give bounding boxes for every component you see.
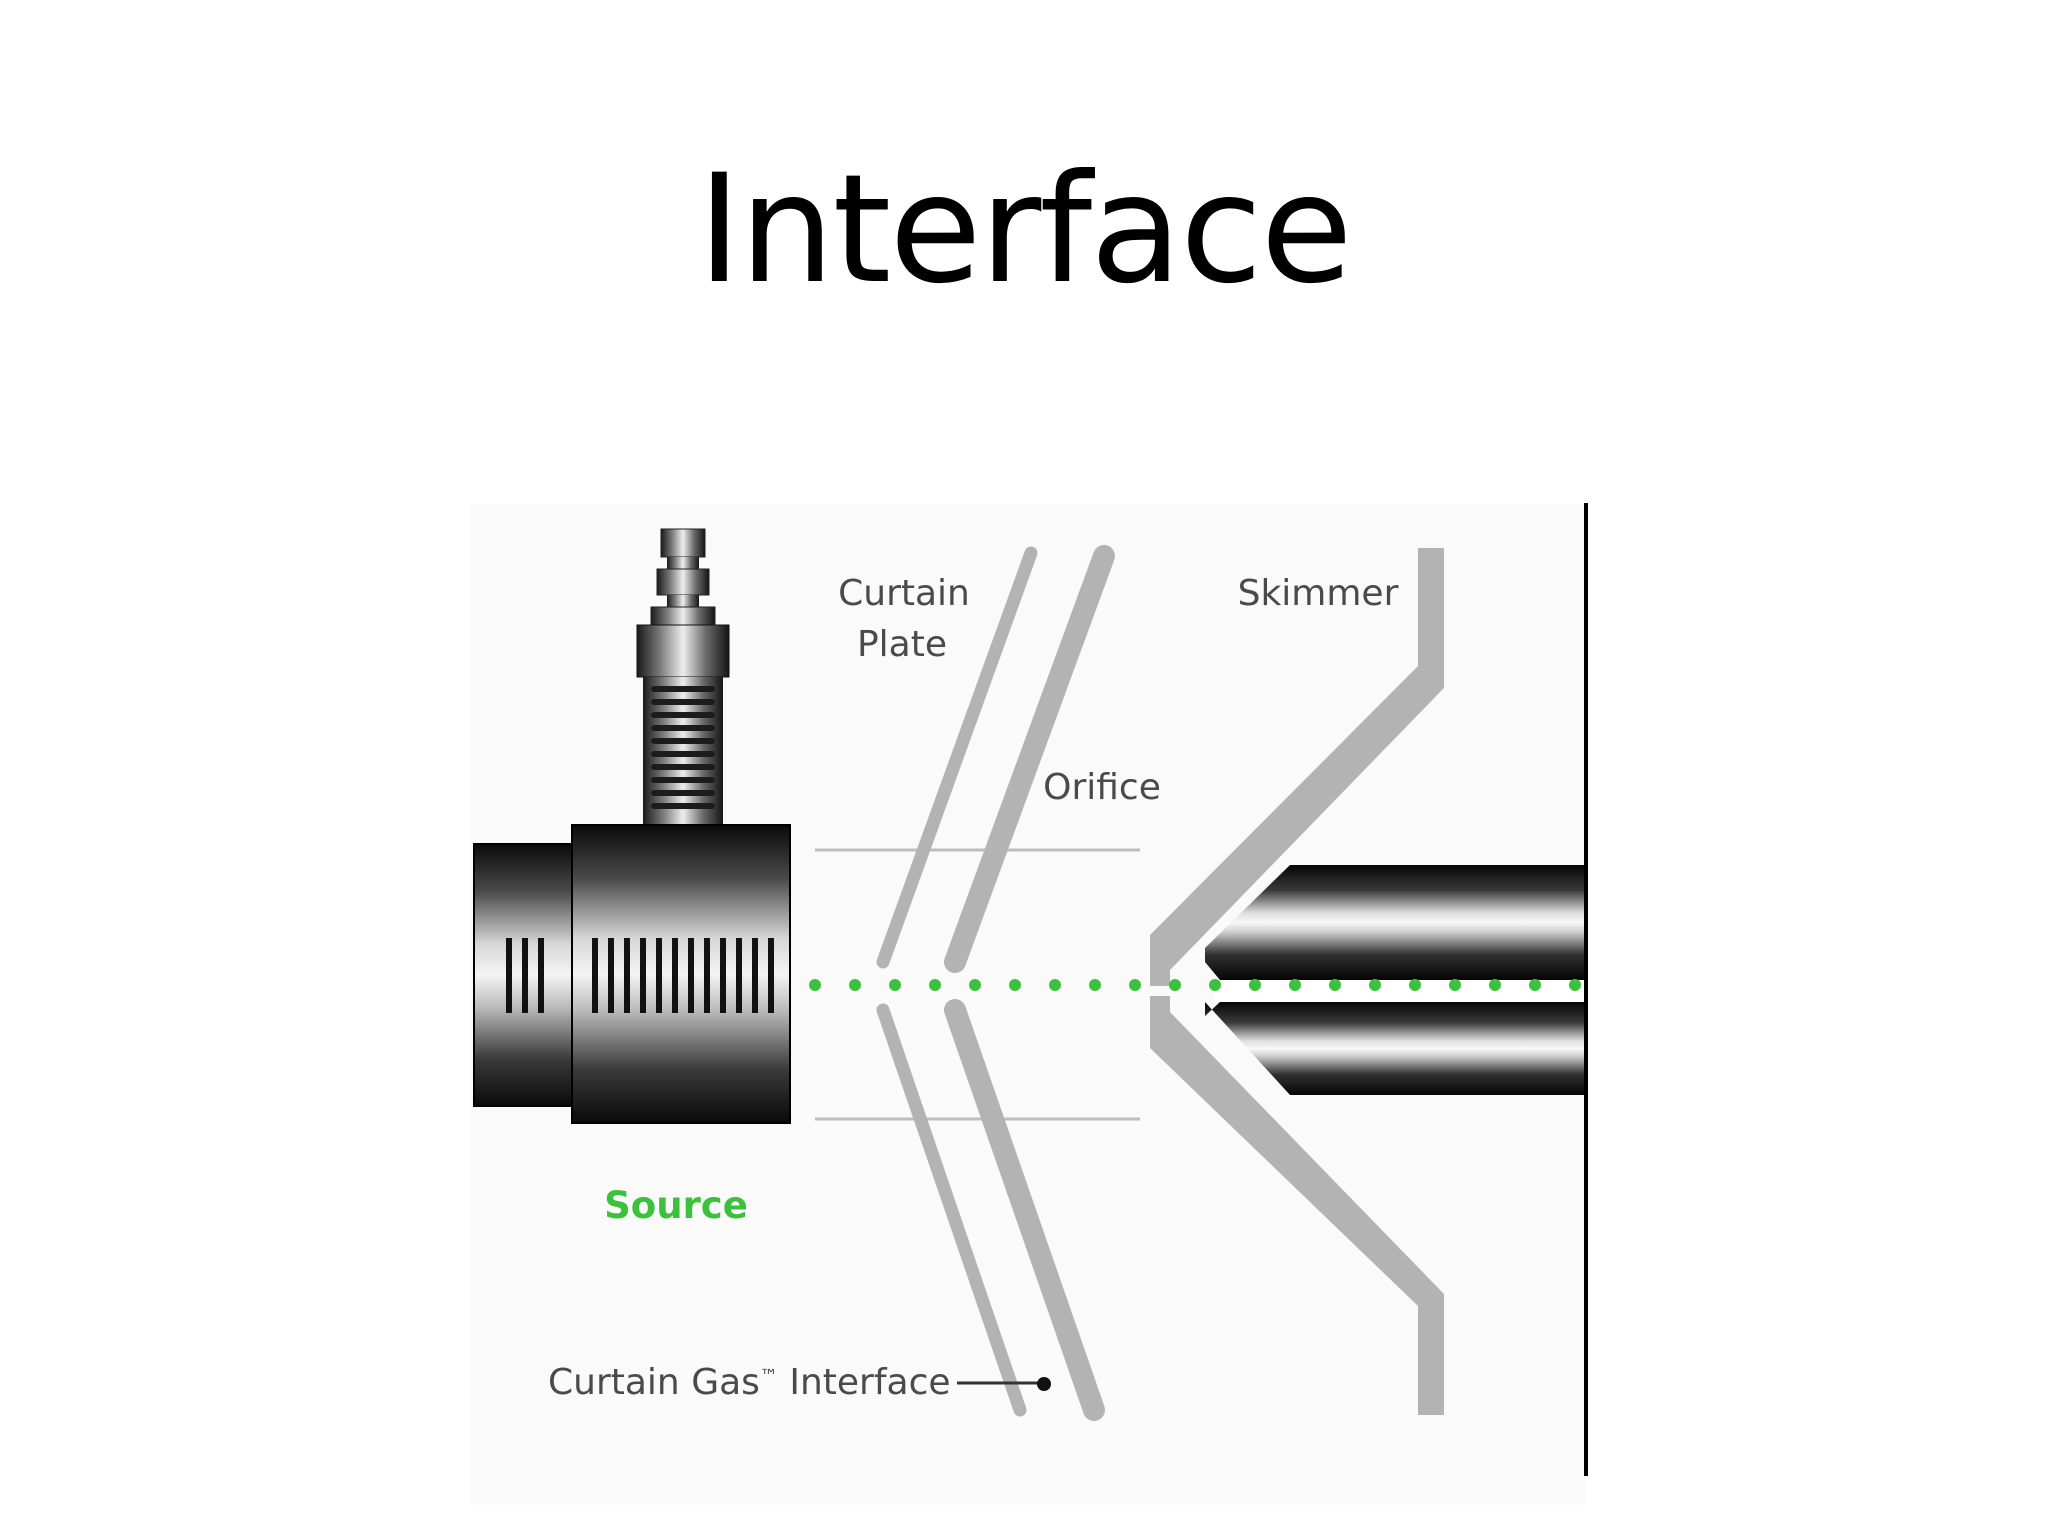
ion-dot: [929, 979, 941, 991]
probe-spring-coils: [651, 686, 715, 809]
source-vent-slots-front: [592, 938, 774, 1013]
ion-dot: [1129, 979, 1141, 991]
slide-title: Interface: [697, 143, 1353, 317]
source-probe: [636, 528, 730, 825]
ion-dot: [1249, 979, 1261, 991]
curtain-gas-pointer: [957, 1377, 1051, 1391]
curtain-gas-interface-label: Curtain Gas™ Interface: [548, 1362, 951, 1403]
trademark-symbol: ™: [760, 1366, 778, 1387]
ion-dot: [1169, 979, 1181, 991]
curtain-gas-text: Curtain Gas: [548, 1362, 760, 1403]
orifice-plate: [944, 545, 1115, 1421]
orifice-label: Orifice: [1043, 767, 1161, 808]
ion-dot: [1209, 979, 1221, 991]
ion-dot: [1289, 979, 1301, 991]
ion-dot: [1409, 979, 1421, 991]
curtain-gas-region-lines: [815, 848, 1140, 1121]
ion-dot: [1369, 979, 1381, 991]
curtain-plate-label-line2: Plate: [857, 624, 947, 665]
ion-dot: [889, 979, 901, 991]
ion-guide-tube: [1205, 865, 1585, 1095]
source-label: Source: [604, 1184, 748, 1227]
skimmer: [1150, 548, 1444, 1415]
source-vent-slots-back: [506, 938, 544, 1013]
ion-dot: [1449, 979, 1461, 991]
ion-dot: [969, 979, 981, 991]
ion-dot: [1049, 979, 1061, 991]
ion-dot: [849, 979, 861, 991]
ion-dot: [1329, 979, 1341, 991]
ion-dot: [809, 979, 821, 991]
skimmer-label: Skimmer: [1238, 573, 1399, 614]
interface-suffix-text: Interface: [778, 1362, 951, 1403]
ion-source: [473, 528, 791, 1124]
ion-dot: [1529, 979, 1541, 991]
curtain-plate-label-line1: Curtain: [838, 573, 970, 614]
ion-dot: [1009, 979, 1021, 991]
ion-beam: [809, 979, 1581, 991]
ion-dot: [1089, 979, 1101, 991]
ion-dot: [1489, 979, 1501, 991]
curtain-plate: [876, 546, 1038, 1417]
ion-dot: [1569, 979, 1581, 991]
